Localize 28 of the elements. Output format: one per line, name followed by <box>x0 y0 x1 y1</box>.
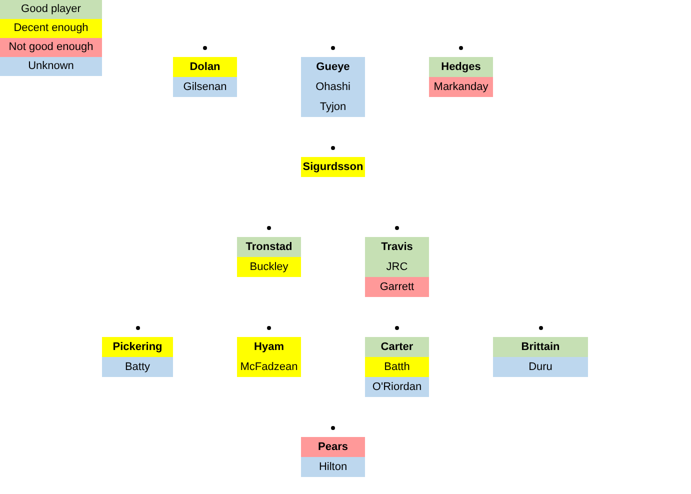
starter-name-cell: Brittain <box>493 337 588 357</box>
legend-entry: Unknown <box>0 57 102 76</box>
starter-name-cell: Sigurdsson <box>301 157 365 177</box>
starter-name-cell: Hedges <box>429 57 493 77</box>
backup-name-cell: Ohashi <box>301 77 365 97</box>
starter-name-cell: Pears <box>301 437 365 457</box>
backup-name-cell: Tyjon <box>301 97 365 117</box>
starter-name-cell: Dolan <box>173 57 237 77</box>
starter-name-cell: Tronstad <box>237 237 301 257</box>
backup-name-cell: JRC <box>365 257 429 277</box>
starter-name-cell: Gueye <box>301 57 365 77</box>
backup-name-cell: Batth <box>365 357 429 377</box>
backup-name-cell: McFadzean <box>237 357 301 377</box>
backup-name-cell: Garrett <box>365 277 429 297</box>
backup-name-cell: Duru <box>493 357 588 377</box>
backup-name-cell: O'Riordan <box>365 377 429 397</box>
backup-name-cell: Gilsenan <box>173 77 237 97</box>
starter-name-cell: Carter <box>365 337 429 357</box>
backup-name-cell: Batty <box>102 357 173 377</box>
backup-name-cell: Hilton <box>301 457 365 477</box>
backup-name-cell: Markanday <box>429 77 493 97</box>
legend-entry: Not good enough <box>0 38 102 57</box>
legend-entry: Decent enough <box>0 19 102 38</box>
backup-name-cell: Buckley <box>237 257 301 277</box>
starter-name-cell: Hyam <box>237 337 301 357</box>
starter-name-cell: Pickering <box>102 337 173 357</box>
legend-entry: Good player <box>0 0 102 19</box>
starter-name-cell: Travis <box>365 237 429 257</box>
